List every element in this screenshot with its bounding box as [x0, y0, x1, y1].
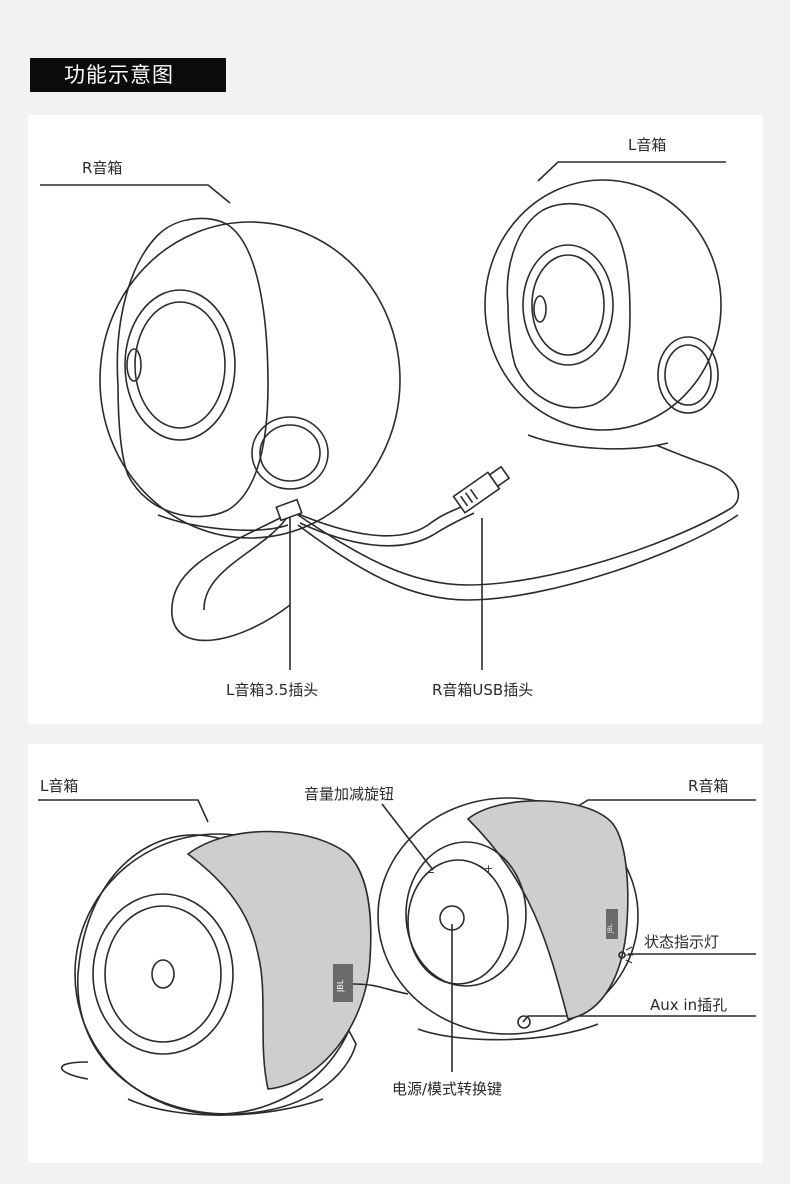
l-speaker-drawing [484, 179, 722, 450]
controls-diagram [38, 797, 756, 1116]
connection-diagram [40, 161, 740, 670]
knob-plus: + [484, 862, 494, 875]
controls-diagram-panel: L音箱 R音箱 音量加减旋钮 状态指示灯 Aux in插孔 电源/模式转换键 J… [28, 744, 763, 1163]
cable-usb-2 [299, 512, 475, 547]
r-speaker-front [352, 797, 639, 1041]
cable-usb [295, 502, 469, 537]
jbl-logo-box-right [606, 909, 618, 939]
jbl-logo-right: JBL [607, 923, 614, 933]
usb-plug [452, 465, 511, 514]
jack-plug [275, 498, 303, 522]
r-speaker-drawing [99, 217, 401, 539]
label-aux-jack: Aux in插孔 [650, 996, 728, 1014]
l-speaker-front [60, 830, 372, 1116]
leader-volume [381, 803, 434, 871]
connection-diagram-panel: R音箱 L音箱 L音箱3.5插头 R音箱USB插头 [28, 115, 763, 724]
cable-l-2 [203, 512, 291, 611]
label-r-speaker: R音箱 [82, 159, 123, 177]
status-light-rays [625, 946, 633, 964]
knob-minus: − [426, 866, 436, 879]
jbl-logo-box-left [333, 964, 353, 1002]
jbl-logo-left: JBL [336, 979, 345, 992]
leader-aux [522, 1015, 756, 1023]
label-power-button: 电源/模式转换键 [392, 1080, 503, 1098]
label-r-plug: R音箱USB插头 [432, 681, 534, 699]
section-title: 功能示意图 [30, 58, 226, 92]
leader-l-speaker [537, 161, 726, 182]
label-bottom-r-speaker: R音箱 [688, 777, 729, 795]
label-l-plug: L音箱3.5插头 [226, 681, 319, 699]
label-bottom-l-speaker: L音箱 [40, 777, 79, 795]
label-status-light: 状态指示灯 [644, 933, 720, 951]
cable-l [171, 512, 291, 642]
cable-main [297, 444, 740, 586]
leader-bottom-l-speaker [38, 799, 209, 823]
label-l-speaker: L音箱 [628, 136, 667, 154]
leader-r-speaker [40, 184, 231, 204]
label-volume-knob: 音量加减旋钮 [304, 785, 395, 803]
cable-main-2 [297, 514, 739, 601]
